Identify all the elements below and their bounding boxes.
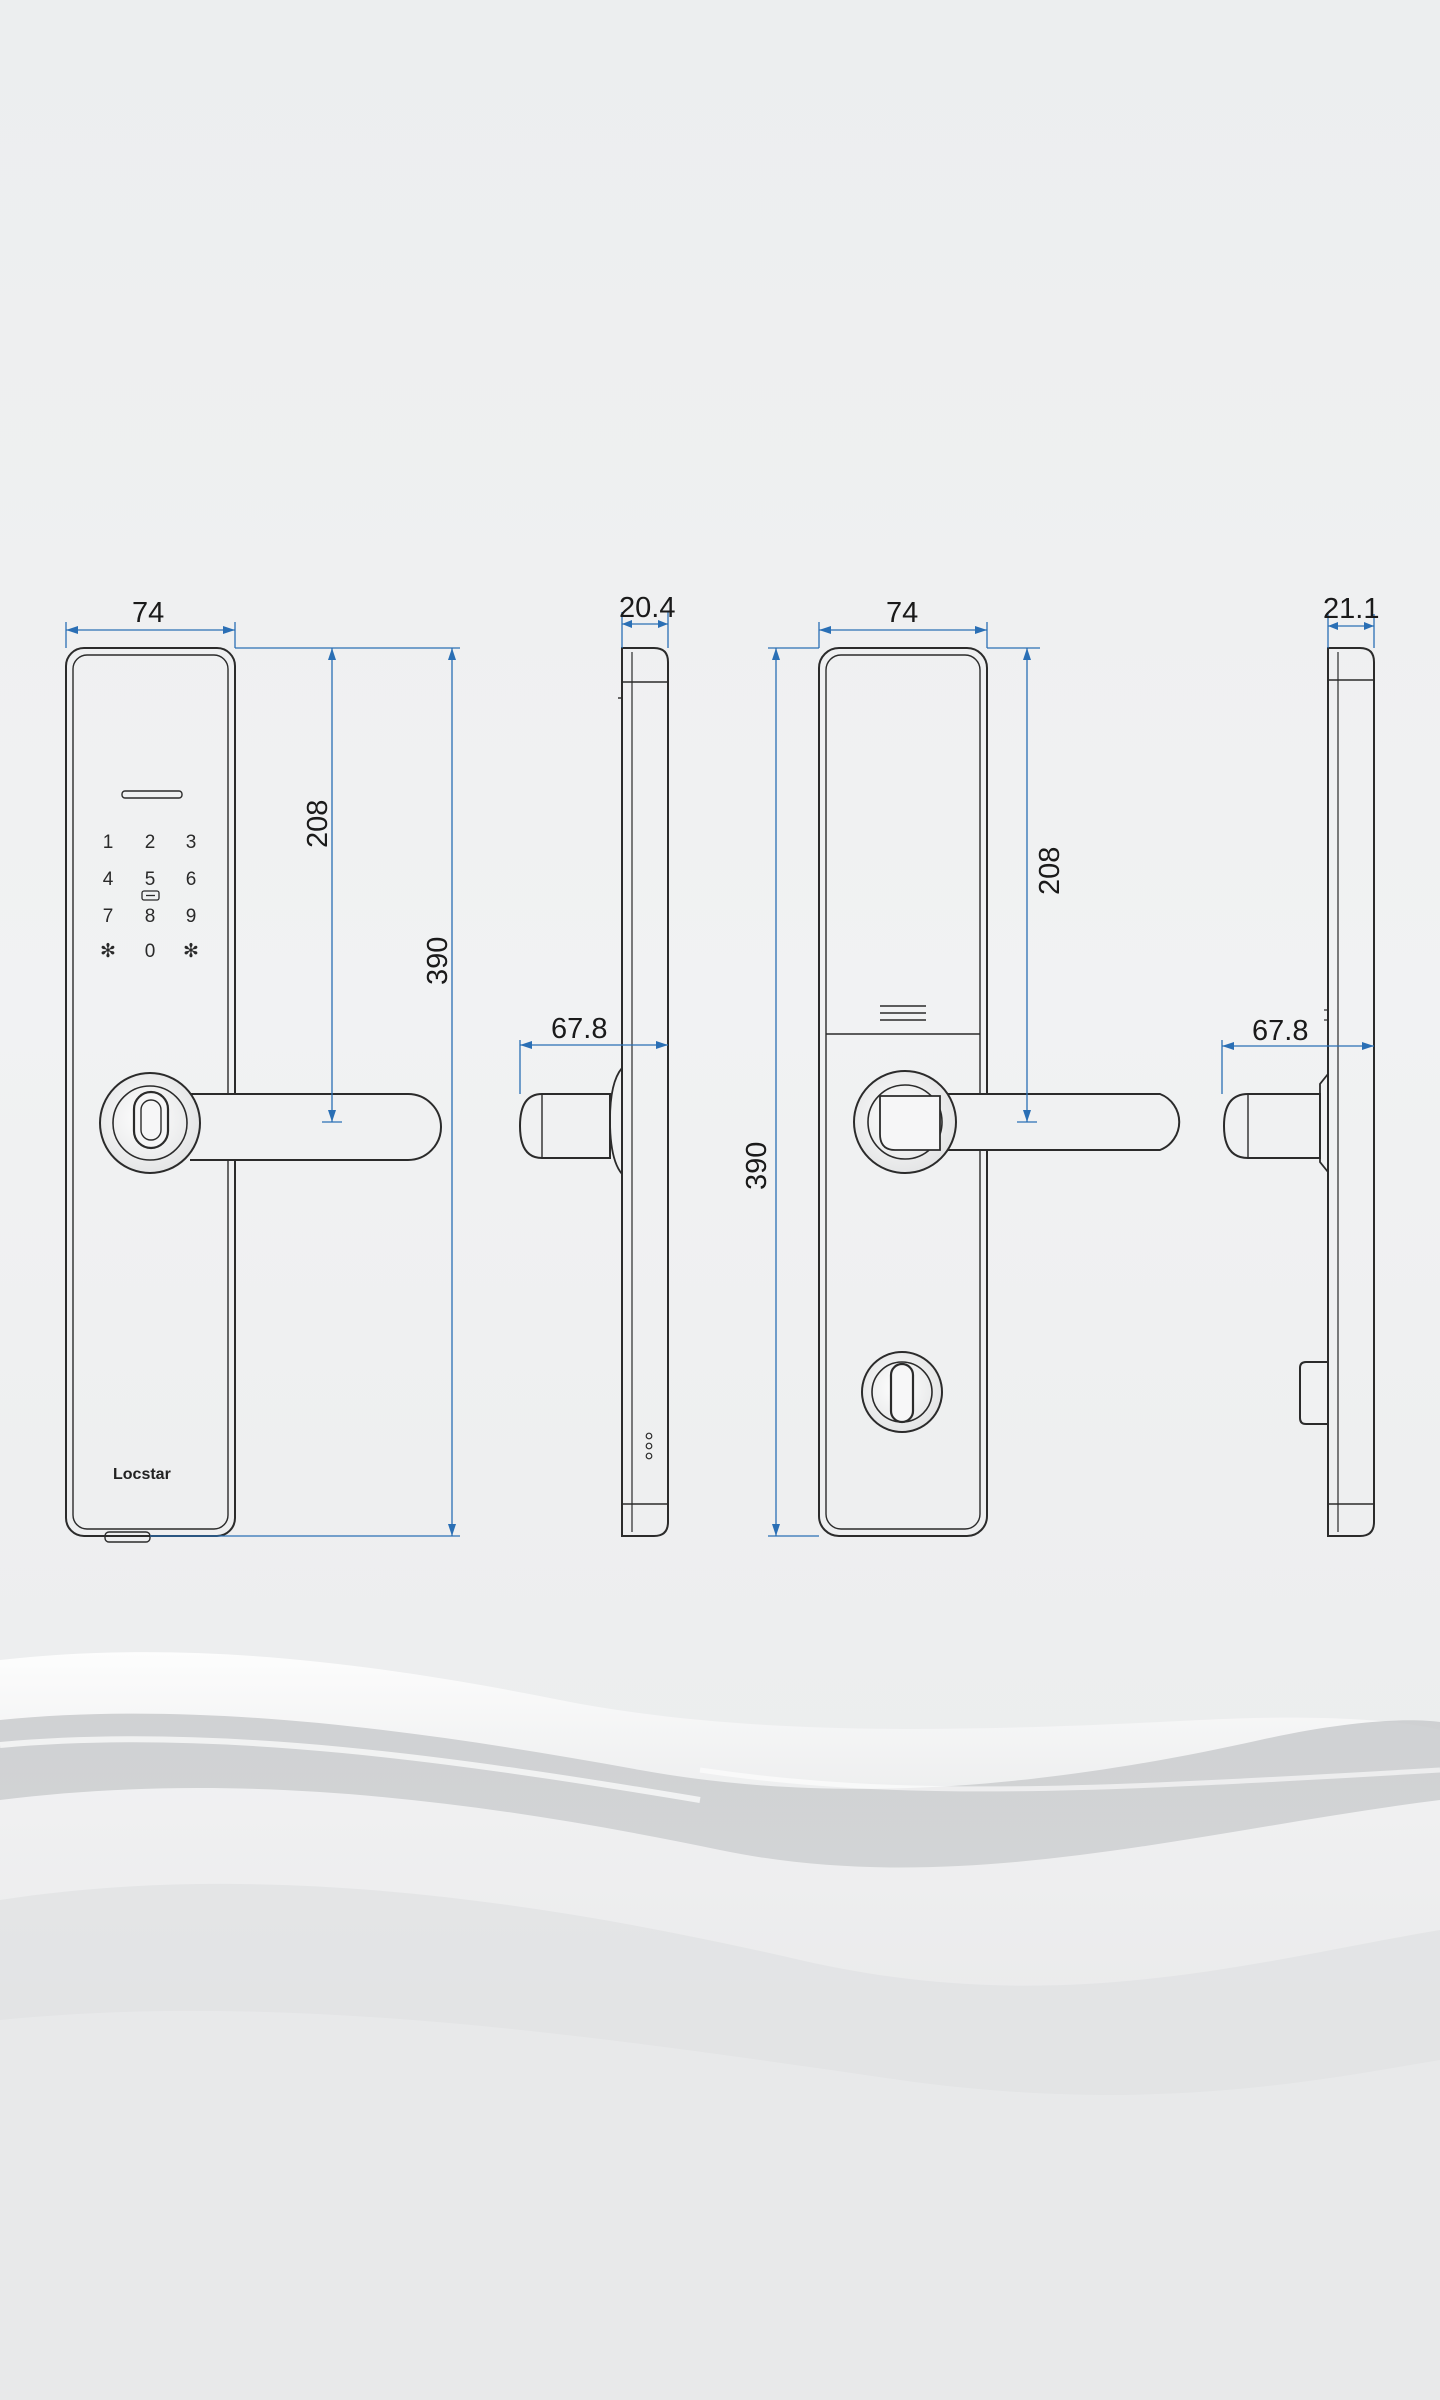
back-side-depth-label: 21.1: [1323, 593, 1379, 625]
side-handle-projection-label: 67.8: [551, 1013, 607, 1045]
front-handle-height-label: 208: [302, 800, 334, 848]
back-width-label: 74: [886, 597, 918, 629]
key-1: 1: [103, 832, 114, 853]
background-dunes: [0, 1652, 1440, 2400]
front-total-height-label: 390: [422, 937, 454, 985]
front-bottom-tab: [104, 1531, 151, 1543]
key-3: 3: [186, 832, 197, 853]
back-total-height-label: 390: [741, 1142, 773, 1190]
key-9: 9: [186, 906, 197, 927]
back-view: [818, 647, 1181, 1537]
side-handle-2: [1222, 1093, 1321, 1159]
side-thumb-turn: [1299, 1361, 1329, 1425]
key-0: 0: [145, 941, 156, 962]
side-view-1: [518, 647, 669, 1537]
side-view-2: [1222, 647, 1375, 1537]
back-side-handle-projection-label: 67.8: [1252, 1015, 1308, 1047]
key-star-left: ✻: [100, 941, 116, 962]
back-handle-height-label: 208: [1034, 847, 1066, 895]
battery-cover-vent: [880, 1005, 926, 1021]
key-7: 7: [103, 906, 114, 927]
front-handle: [99, 1072, 442, 1174]
side-depth-label: 20.4: [619, 592, 675, 624]
side-view-2-dimension-lines: [1221, 614, 1375, 1094]
back-panel-outer: [818, 647, 988, 1537]
side-view-1-dimension-lines: [519, 612, 669, 1094]
front-dimension-lines: [65, 622, 460, 1537]
key-5: 5: [145, 869, 156, 890]
side-handle-1: [518, 1093, 611, 1159]
fingerprint-sensor-icon: [141, 890, 160, 901]
back-panel-inner: [825, 654, 981, 1530]
thumb-turn-knob: [861, 1351, 943, 1433]
key-4: 4: [103, 869, 114, 890]
front-panel-inner: [72, 654, 229, 1530]
back-dimension-lines: [768, 622, 1040, 1537]
back-handle: [900, 1093, 1181, 1151]
key-8: 8: [145, 906, 156, 927]
key-2: 2: [145, 832, 156, 853]
front-width-label: 74: [132, 597, 164, 629]
indicator-light-bar: [121, 790, 183, 799]
keypad: 1 2 3 4 5 6 7 8 9 ✻ 0 ✻: [100, 832, 199, 962]
key-6: 6: [186, 869, 197, 890]
brand-logo: Locstar: [113, 1466, 171, 1483]
key-star-right: ✻: [183, 941, 199, 962]
